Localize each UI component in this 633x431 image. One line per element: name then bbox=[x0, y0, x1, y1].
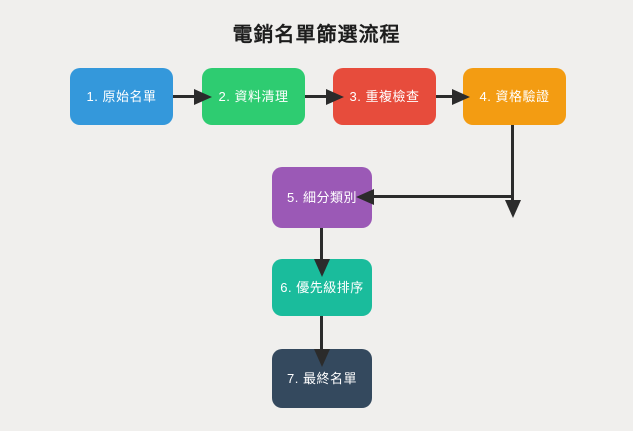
arrow-6-7-line bbox=[320, 316, 323, 351]
node-duplicate-check: 3. 重複檢查 bbox=[333, 68, 436, 125]
node-qualification-verification: 4. 資格驗證 bbox=[463, 68, 566, 125]
arrow-5-6-line bbox=[320, 228, 323, 261]
arrow-2-3-head-icon bbox=[326, 89, 344, 105]
arrow-3-4-head-icon bbox=[452, 89, 470, 105]
arrow-1-2-head-icon bbox=[194, 89, 212, 105]
arrow-1-2-line bbox=[173, 95, 199, 98]
node-data-cleaning: 2. 資料清理 bbox=[202, 68, 305, 125]
arrow-4-5-down-head-icon bbox=[505, 200, 521, 218]
arrow-4-5-horizontal-line bbox=[372, 195, 513, 198]
arrow-5-6-head-icon bbox=[314, 259, 330, 277]
node-original-list: 1. 原始名單 bbox=[70, 68, 173, 125]
node-final-list: 7. 最終名單 bbox=[272, 349, 372, 408]
arrow-2-3-line bbox=[305, 95, 331, 98]
arrow-6-7-head-icon bbox=[314, 349, 330, 367]
arrow-4-5-left-head-icon bbox=[356, 189, 374, 205]
arrow-3-4-line bbox=[436, 95, 458, 98]
diagram-title: 電銷名單篩選流程 bbox=[232, 24, 401, 46]
node-segmentation: 5. 細分類別 bbox=[272, 167, 372, 228]
arrow-4-5-vertical-line bbox=[511, 125, 514, 200]
